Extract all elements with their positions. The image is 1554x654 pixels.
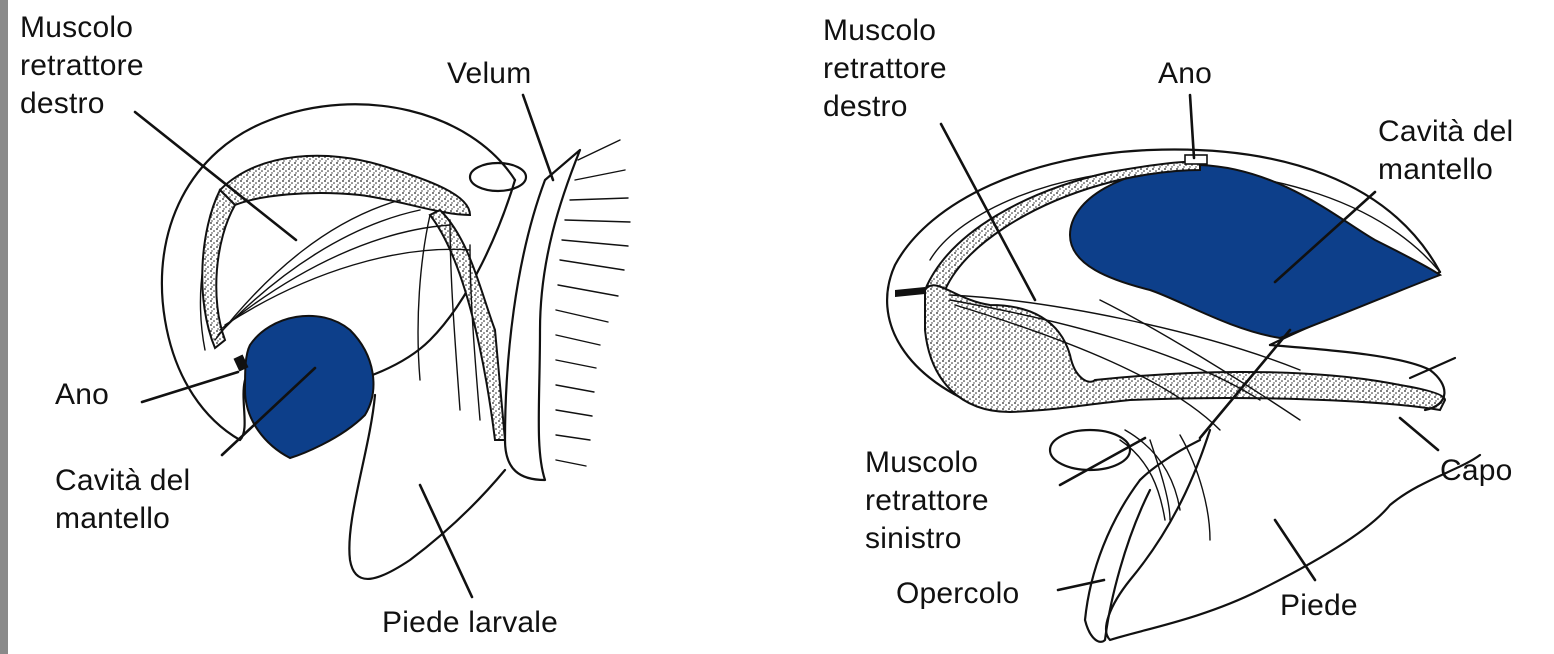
left-velum-label: Velum [447,55,531,93]
left-velum-cilia [556,140,630,466]
left-mantle-cavity-label: Cavità del mantello [55,462,190,538]
right-foot-label: Piede [1280,587,1358,625]
right-operculum-label: Opercolo [896,575,1019,613]
right-anus-label: Ano [1158,55,1212,93]
right-left-retractor-label: Muscolo retrattore sinistro [865,444,989,558]
right-mantle-cavity [1070,165,1440,338]
right-mantle-cavity-label: Cavità del mantello [1378,113,1513,189]
left-retractor-muscle [220,156,470,215]
left-larval-foot [349,395,505,579]
left-velum-lobe [470,163,526,191]
left-right-retractor-label: Muscolo retrattore destro [20,9,144,123]
right-right-retractor-label: Muscolo retrattore destro [823,12,947,126]
right-head-label: Capo [1440,452,1513,490]
right-adult-drawing [887,150,1480,642]
left-larval-foot-label: Piede larvale [382,604,558,642]
left-velum [505,150,580,480]
left-anus-label: Ano [55,376,109,414]
right-left-retractor-loop [1050,430,1130,470]
left-larva-drawing [162,104,630,579]
left-mantle-cavity [245,316,373,458]
right-operculum [1085,480,1150,642]
